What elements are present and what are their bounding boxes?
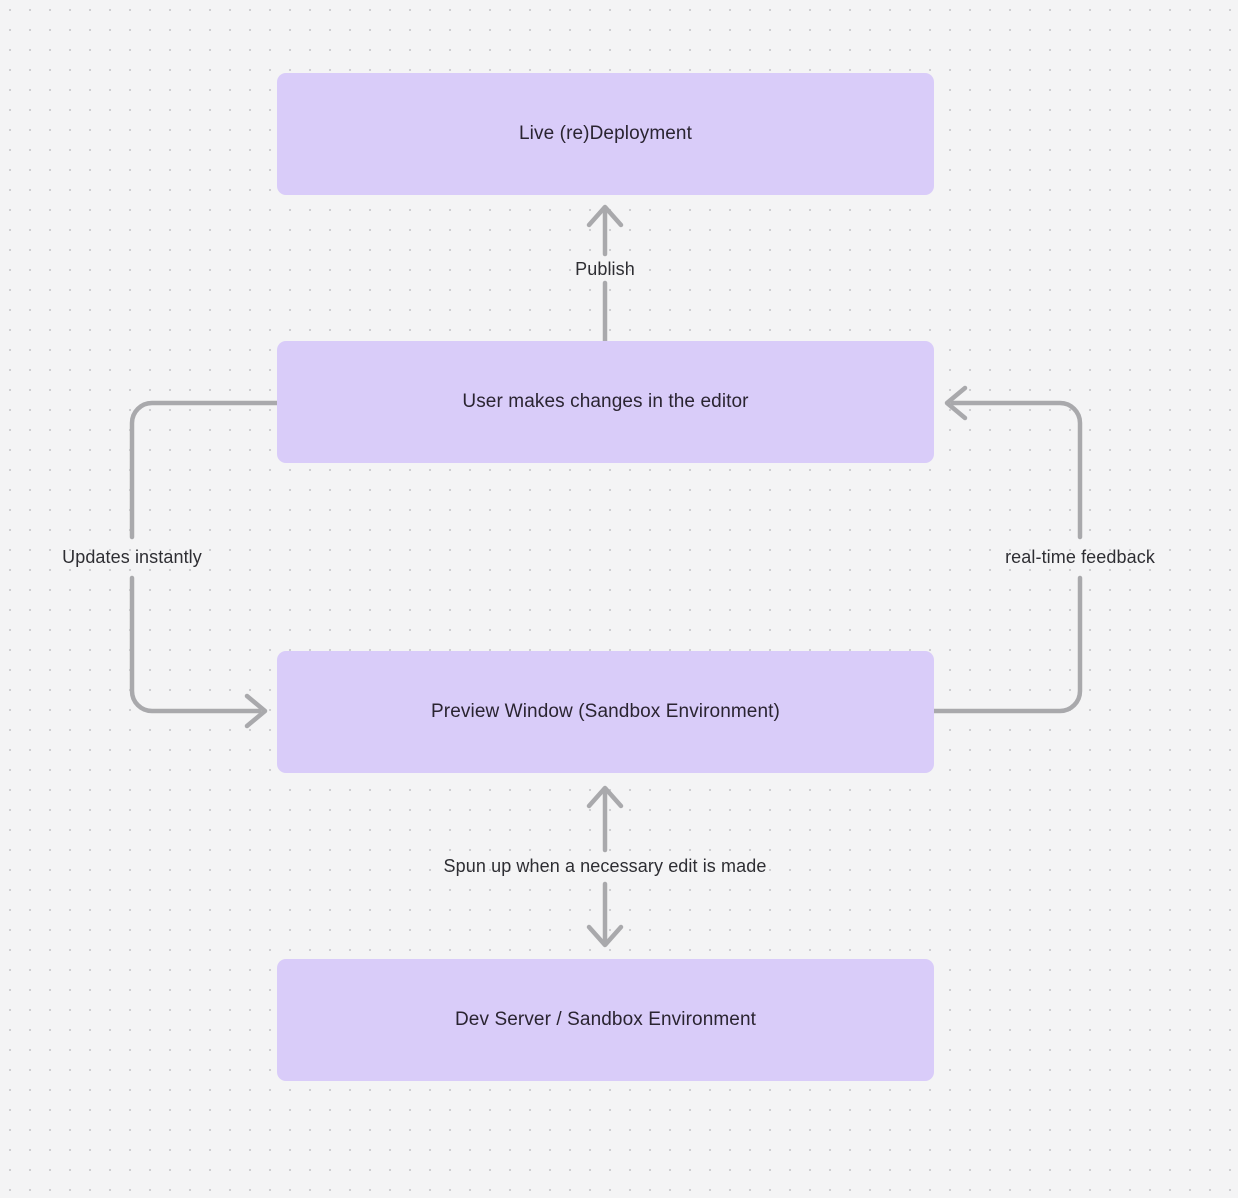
edge-label-updates-instantly: Updates instantly (62, 547, 202, 567)
node-user-edits-label: User makes changes in the editor (462, 390, 749, 412)
edge-label-real-time-feedback: real-time feedback (1005, 547, 1155, 567)
node-preview-window-label: Preview Window (Sandbox Environment) (431, 700, 780, 722)
node-live-deployment[interactable]: Live (re)Deployment (277, 73, 934, 195)
node-live-deployment-label: Live (re)Deployment (519, 122, 692, 144)
node-preview-window[interactable]: Preview Window (Sandbox Environment) (277, 651, 934, 773)
node-dev-server[interactable]: Dev Server / Sandbox Environment (277, 959, 934, 1081)
node-user-edits[interactable]: User makes changes in the editor (277, 341, 934, 463)
edge-label-publish: Publish (575, 259, 635, 279)
edge-label-spun-up: Spun up when a necessary edit is made (443, 856, 767, 876)
node-dev-server-label: Dev Server / Sandbox Environment (454, 1008, 756, 1030)
